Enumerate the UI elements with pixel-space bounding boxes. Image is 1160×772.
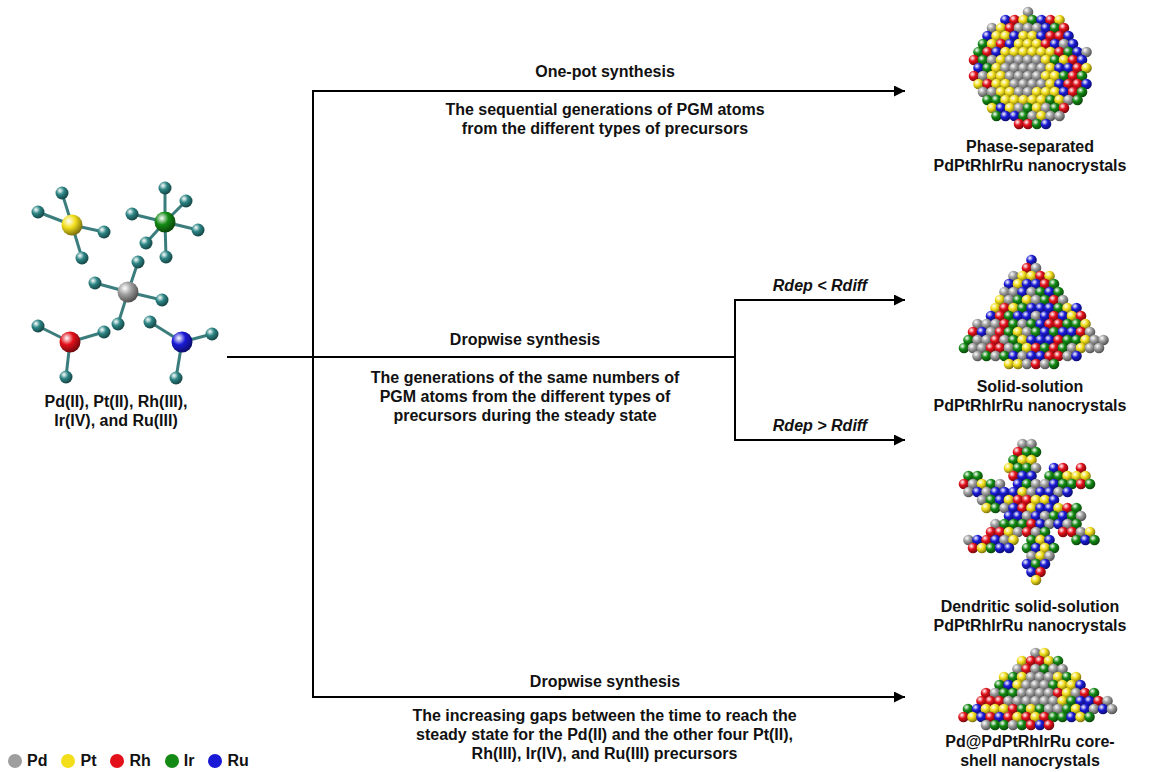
ligand-atom bbox=[206, 328, 219, 341]
metal-atom bbox=[155, 212, 176, 233]
node-label: Dendritic solid-solution PdPtRhIrRu nano… bbox=[932, 597, 1129, 635]
legend-item: Ir bbox=[165, 751, 195, 770]
ligand-atom bbox=[180, 195, 193, 208]
annotation-text: Dropwise synthesis bbox=[425, 330, 625, 349]
legend-swatch bbox=[110, 754, 124, 768]
ligand-atom bbox=[32, 320, 45, 333]
legend-item: Rh bbox=[110, 751, 150, 770]
edge-label: Rdep < Rdiff bbox=[745, 276, 895, 295]
node-label: Pd@PdPtRhIrRu core-shell nanocrystals bbox=[932, 732, 1129, 770]
metal-atom bbox=[1004, 543, 1015, 554]
ligand-atom bbox=[170, 372, 183, 385]
metal-atom bbox=[1084, 712, 1095, 723]
ligand-atom bbox=[156, 294, 169, 307]
annotation-text: The sequential generations of PGM atoms … bbox=[440, 100, 770, 138]
product-node: Solid-solution PdPtRhIrRu nanocrystals bbox=[905, 245, 1155, 415]
node-label: Phase-separated PdPtRhIrRu nanocrystals bbox=[932, 137, 1129, 175]
annotation-text: The increasing gaps between the time to … bbox=[412, 706, 797, 763]
legend-text: Pt bbox=[80, 751, 96, 770]
metal-atom bbox=[1044, 720, 1055, 731]
ligand-atom bbox=[112, 318, 125, 331]
legend-text: Rh bbox=[129, 751, 150, 770]
edge-label: Rdep > Rdiff bbox=[745, 416, 895, 435]
ligand-atom bbox=[89, 277, 102, 290]
ligand-atom bbox=[126, 208, 139, 221]
legend: Pd Pt Rh Ir Ru bbox=[8, 751, 263, 770]
legend-item: Pt bbox=[61, 751, 96, 770]
node-label: Pd(II), Pt(II), Rh(III), Ir(IV), and Ru(… bbox=[34, 392, 199, 430]
legend-text: Ir bbox=[184, 751, 195, 770]
legend-text: Ru bbox=[227, 751, 248, 770]
edge-label: One-pot synthesis bbox=[505, 62, 705, 81]
metal-atom bbox=[1089, 535, 1100, 546]
ligand-atom bbox=[160, 251, 173, 264]
ligand-atom bbox=[159, 182, 172, 195]
metal-atom bbox=[1085, 479, 1096, 490]
ligand-atom bbox=[56, 187, 69, 200]
legend-swatch bbox=[8, 754, 22, 768]
node-label: Solid-solution PdPtRhIrRu nanocrystals bbox=[932, 377, 1129, 415]
connector-arrow bbox=[227, 91, 905, 357]
legend-swatch bbox=[208, 754, 222, 768]
ligand-atom bbox=[60, 371, 73, 384]
ligand-atom bbox=[140, 237, 153, 250]
precursor-molecules bbox=[32, 182, 219, 385]
product-node: Dendritic solid-solution PdPtRhIrRu nano… bbox=[905, 420, 1155, 635]
metal-atom bbox=[1094, 343, 1105, 354]
annotation-text: The generations of the same numbers of P… bbox=[365, 368, 685, 425]
edge-label: Dropwise synthesis bbox=[505, 672, 705, 691]
metal-atom bbox=[62, 215, 83, 236]
ligand-atom bbox=[192, 224, 205, 237]
connector-arrow bbox=[227, 300, 905, 357]
metal-atom bbox=[1054, 111, 1065, 122]
metal-atom bbox=[1041, 119, 1052, 130]
legend-item: Ru bbox=[208, 751, 248, 770]
legend-text: Pd bbox=[27, 751, 47, 770]
metal-atom bbox=[60, 332, 81, 353]
connector-arrow bbox=[227, 357, 905, 697]
metal-atom bbox=[1031, 575, 1042, 586]
legend-swatch bbox=[165, 754, 179, 768]
metal-atom bbox=[172, 332, 193, 353]
metal-atom bbox=[118, 282, 139, 303]
ligand-atom bbox=[32, 206, 45, 219]
legend-swatch bbox=[61, 754, 75, 768]
product-node: Pd@PdPtRhIrRu core-shell nanocrystals bbox=[905, 637, 1155, 770]
ligand-atom bbox=[144, 316, 157, 329]
metal-atom bbox=[1062, 487, 1073, 498]
metal-atom bbox=[1071, 351, 1082, 362]
ligand-atom bbox=[98, 226, 111, 239]
connector-arrow bbox=[227, 357, 905, 440]
ligand-atom bbox=[98, 326, 111, 339]
metal-atom bbox=[1072, 95, 1083, 106]
ligand-atom bbox=[132, 256, 145, 269]
ligand-atom bbox=[76, 252, 89, 265]
precursor-node: Pd(II), Pt(II), Rh(III), Ir(IV), and Ru(… bbox=[5, 180, 227, 430]
metal-atom bbox=[1107, 704, 1118, 715]
metal-atom bbox=[1049, 359, 1060, 370]
legend-item: Pd bbox=[8, 751, 47, 770]
product-node: Phase-separated PdPtRhIrRu nanocrystals bbox=[905, 5, 1155, 175]
